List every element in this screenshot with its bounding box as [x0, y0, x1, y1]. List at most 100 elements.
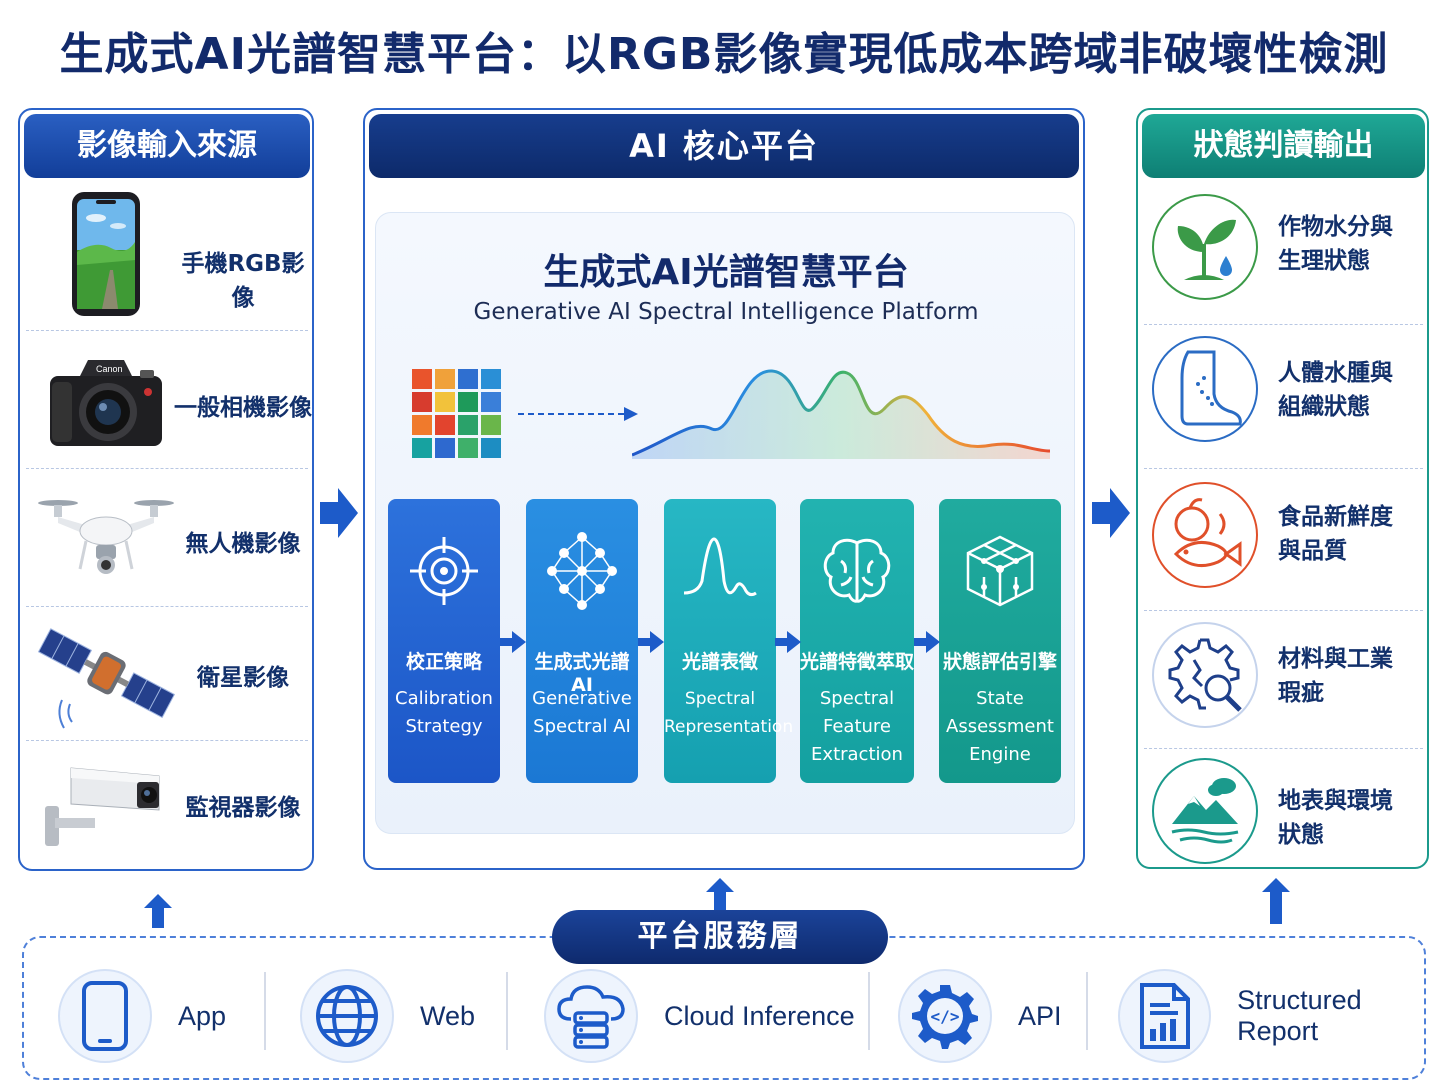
- divider: [26, 468, 308, 469]
- source-label-satellite: 衛星影像: [197, 665, 289, 691]
- input-sources-panel: 影像輸入來源 手機RGB影像 Canon: [18, 108, 314, 871]
- fruit-fish-icon: [1152, 482, 1258, 588]
- service-item-web: Web: [300, 966, 475, 1066]
- arrow-up-icon: [706, 878, 734, 912]
- divider: [506, 972, 508, 1050]
- arrow-right-icon: [638, 631, 664, 653]
- ai-core-header: AI 核心平台: [369, 114, 1079, 178]
- brain-icon: [823, 538, 891, 603]
- svg-text:</>: </>: [931, 1007, 960, 1026]
- divider: [1144, 748, 1423, 749]
- arrow-right-icon: [320, 488, 358, 538]
- output-label-crop: 作物水分與生理狀態: [1278, 214, 1393, 274]
- page-title: 生成式AI光譜智慧平台：以RGB影像實現低成本跨域非破壞性檢測: [59, 29, 1389, 80]
- core-platform-box: 生成式AI光譜智慧平台 Generative AI Spectral Intel…: [375, 212, 1075, 834]
- waveform-icon: [683, 537, 757, 597]
- divider: [264, 972, 266, 1050]
- service-item-api: </> API: [898, 966, 1062, 1066]
- cctv-camera-icon: [36, 742, 176, 866]
- arrow-right-icon: [1092, 488, 1130, 538]
- dashed-arrow-icon: [518, 407, 638, 421]
- drone-icon: [36, 478, 176, 602]
- state-output-header: 狀態判讀輸出: [1142, 114, 1425, 178]
- rgb-pixel-grid-icon: [412, 369, 501, 458]
- output-label-edema: 人體水腫與組織狀態: [1278, 360, 1393, 420]
- api-gear-icon: </>: [898, 969, 992, 1063]
- camera-brand: Canon: [96, 364, 123, 374]
- service-item-structured-report: Structured Report: [1118, 966, 1448, 1066]
- plant-water-icon: [1152, 194, 1258, 300]
- divider: [1144, 610, 1423, 611]
- service-label: Cloud Inference: [664, 1000, 855, 1031]
- divider: [1144, 468, 1423, 469]
- arrow-up-icon: [144, 894, 172, 928]
- service-label: Structured Report: [1237, 985, 1362, 1046]
- service-layer-header: 平台服務層: [552, 910, 888, 964]
- divider: [26, 606, 308, 607]
- source-item-drone: 無人機影像: [20, 474, 312, 608]
- step-zh-label: 生成式光譜AI: [534, 651, 630, 696]
- source-label-cctv: 監視器影像: [185, 795, 301, 821]
- output-item-environment: 地表與環境狀態: [1138, 758, 1427, 868]
- state-output-panel: 狀態判讀輸出 作物水分與生理狀態 人體水腫與組織狀態: [1136, 108, 1429, 869]
- source-item-cctv: 監視器影像: [20, 746, 312, 866]
- satellite-icon: [36, 612, 176, 736]
- divider: [1086, 972, 1088, 1050]
- smartphone-icon: [36, 192, 176, 316]
- service-item-cloud-inference: Cloud Inference: [544, 966, 855, 1066]
- neural-network-icon: [547, 532, 617, 610]
- phone-icon: [58, 969, 152, 1063]
- report-icon: [1118, 969, 1212, 1063]
- input-sources-header: 影像輸入來源: [24, 114, 310, 178]
- cube-network-icon: [966, 535, 1034, 607]
- output-label-food: 食品新鮮度與品質: [1278, 504, 1393, 564]
- globe-icon: [300, 969, 394, 1063]
- service-label: Web: [420, 1000, 476, 1031]
- source-label-camera: 一般相機影像: [174, 395, 312, 421]
- source-item-smartphone: 手機RGB影像: [20, 186, 312, 326]
- output-item-edema: 人體水腫與組織狀態: [1138, 336, 1427, 466]
- divider: [26, 740, 308, 741]
- arrow-up-icon: [1262, 878, 1290, 924]
- service-label: API: [1018, 1000, 1062, 1031]
- core-title: 生成式AI光譜智慧平台: [543, 252, 909, 293]
- output-item-food: 食品新鮮度與品質: [1138, 482, 1427, 612]
- spectrum-curve-icon: [632, 369, 1051, 459]
- core-subtitle: Generative AI Spectral Intelligence Plat…: [473, 299, 979, 325]
- source-label-drone: 無人機影像: [185, 531, 301, 557]
- arrow-right-icon: [914, 631, 940, 653]
- step-zh-label: 光譜特徵萃取: [800, 651, 915, 673]
- step-zh-label: 狀態評估引擎: [942, 651, 1057, 673]
- divider: [26, 330, 308, 331]
- arrow-right-icon: [775, 631, 801, 653]
- mountain-lake-icon: [1152, 758, 1258, 864]
- camera-icon: Canon: [36, 340, 176, 464]
- ai-core-panel: AI 核心平台 生成式AI光譜智慧平台 Generative AI Spectr…: [363, 108, 1085, 870]
- output-item-crop: 作物水分與生理狀態: [1138, 194, 1427, 324]
- source-item-camera: Canon 一般相機影像: [20, 336, 312, 472]
- output-item-material: 材料與工業瑕疵: [1138, 622, 1427, 752]
- cloud-server-icon: [544, 969, 638, 1063]
- source-label-smartphone: 手機RGB影像: [181, 251, 305, 311]
- step-zh-label: 校正策略: [405, 651, 482, 673]
- foot-icon: [1152, 336, 1258, 442]
- target-icon: [410, 537, 478, 605]
- service-item-app: App: [58, 966, 226, 1066]
- output-label-material: 材料與工業瑕疵: [1278, 646, 1393, 706]
- divider: [1144, 324, 1423, 325]
- source-item-satellite: 衛星影像: [20, 612, 312, 738]
- divider: [868, 972, 870, 1050]
- step-zh-label: 光譜表徵: [681, 651, 758, 673]
- service-label: App: [178, 1000, 227, 1031]
- arrow-right-icon: [500, 631, 526, 653]
